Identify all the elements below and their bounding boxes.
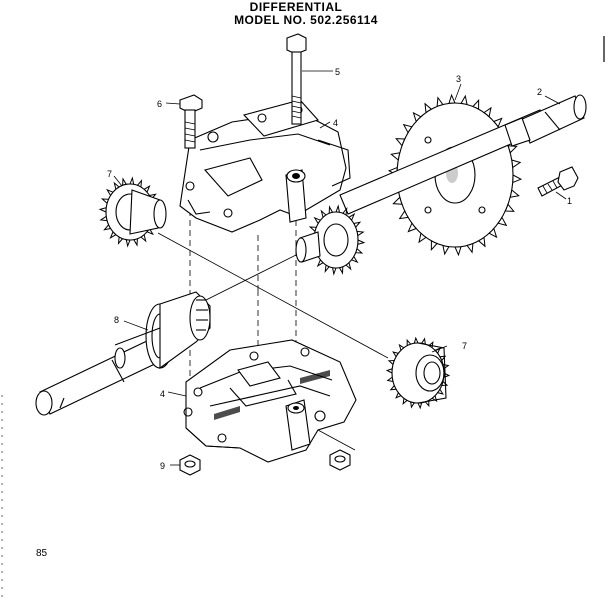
callout-3: 3	[456, 74, 461, 84]
callout-5: 5	[335, 67, 340, 77]
callout-8: 8	[114, 315, 119, 325]
callout-leaders	[113, 70, 567, 466]
axle-2	[339, 94, 587, 215]
callout-2: 2	[537, 87, 542, 97]
gear-center-tooth	[335, 204, 341, 213]
gear-left-tooth	[129, 176, 135, 185]
page-number: 85	[36, 548, 48, 559]
short-bolt-6	[179, 94, 203, 149]
gear-left-tooth	[125, 239, 131, 248]
callout-7-right: 7	[462, 341, 467, 351]
callout-6: 6	[157, 99, 162, 109]
gear-7-right	[385, 336, 451, 410]
gear-center-tooth	[357, 239, 366, 246]
housing-bottom-4	[183, 339, 357, 463]
scan-edge-marks	[1, 36, 605, 600]
callout-labels: 1 2 3 4 4 5 6 7 7 8 9	[107, 67, 572, 471]
nut-9-left	[179, 454, 201, 476]
callout-4-bottom: 4	[160, 389, 165, 399]
bevel-gear-7-center	[295, 204, 366, 276]
sprocket-tooth	[454, 246, 462, 257]
callout-4-top: 4	[333, 118, 338, 128]
bolt-1	[537, 166, 579, 197]
sprocket-tooth	[448, 93, 456, 104]
axle-8	[35, 291, 211, 416]
long-bolt-5	[286, 33, 307, 125]
callout-1: 1	[567, 196, 572, 206]
housing-top-4	[179, 99, 351, 233]
nut-9-right	[329, 449, 351, 471]
callout-9: 9	[160, 461, 165, 471]
sprocket-tooth	[512, 174, 523, 184]
diagram-title: DIFFERENTIAL	[249, 0, 343, 14]
model-number: MODEL NO. 502.256114	[234, 13, 378, 27]
gear-left-tooth	[98, 206, 107, 213]
bevel-gear-7-left	[98, 176, 167, 248]
callout-7-left: 7	[107, 169, 112, 179]
gear-center-tooth	[331, 267, 337, 276]
